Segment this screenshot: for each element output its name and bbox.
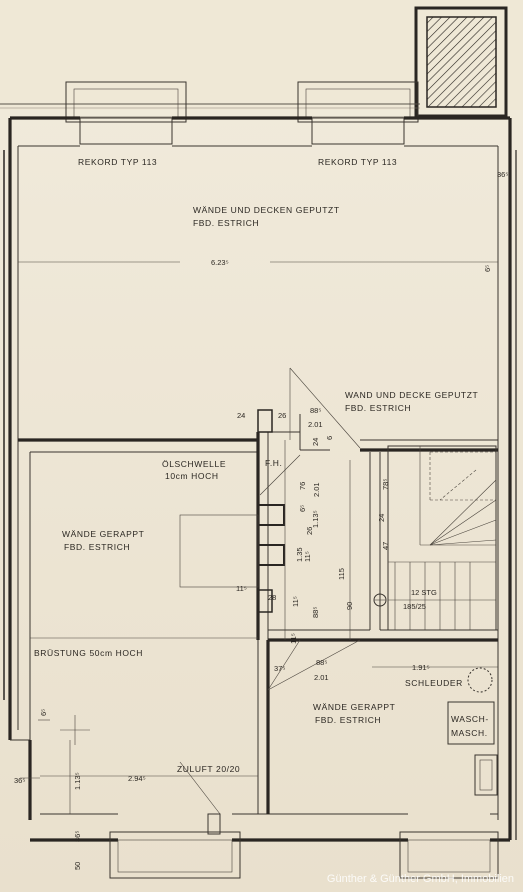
dim-201-b: 2.01 — [314, 673, 329, 682]
dim-365-left: 36⁵ — [14, 776, 25, 785]
sink-box — [474, 754, 498, 796]
label-oelschwelle-2: 10cm HOCH — [165, 471, 219, 481]
dim-26: 26 — [278, 411, 286, 420]
window-well-bottom-right — [399, 831, 499, 879]
dim-65-right: 6⁵ — [483, 265, 492, 272]
label-oelschwelle-1: ÖLSCHWELLE — [162, 459, 226, 469]
label-stairs-2: 185/25 — [403, 602, 426, 611]
zuluft-duct — [207, 813, 221, 835]
dim-6: 6 — [325, 436, 334, 440]
dim-375: 37⁵ — [274, 664, 285, 673]
dim-28: 28 — [268, 593, 276, 602]
watermark: Günther & Günther GmbH, Immobilien — [327, 873, 514, 885]
dim-201-a: 2.01 — [308, 420, 323, 429]
dim-201-v: 2.01 — [312, 482, 321, 497]
label-wasch-1: WASCH- — [451, 714, 489, 724]
dimension-lines — [18, 261, 498, 814]
label-stairs-1: 12 STG — [411, 588, 437, 597]
dim-115-v: 11⁵ — [303, 551, 312, 562]
label-lower-right-1: WÄNDE GERAPPT — [313, 702, 395, 712]
dim-365-bottom: 36⁵ — [73, 831, 82, 842]
dim-24-b: 24 — [311, 438, 320, 446]
label-wasch-2: MASCH. — [451, 728, 488, 738]
staircase — [373, 445, 497, 631]
label-stair-area-1: WAND UND DECKE GEPUTZT — [345, 390, 478, 400]
dim-785: 78⁵ — [381, 479, 390, 490]
chimney — [414, 6, 508, 118]
dim-623: 6.23⁵ — [211, 258, 229, 267]
dim-885-b: 88⁵ — [311, 607, 320, 618]
label-brustung: BRÜSTUNG 50cm HOCH — [34, 648, 143, 658]
label-upper-room-2: FBD. ESTRICH — [193, 218, 259, 228]
label-left-room-1: WÄNDE GERAPPT — [62, 529, 144, 539]
dim-1915: 1.91⁵ — [412, 663, 430, 672]
label-fh: F.H. — [265, 458, 283, 468]
window-well-bottom-left — [109, 831, 241, 879]
dim-26-v: 26 — [305, 527, 314, 535]
label-rekord-left: REKORD TYP 113 — [78, 157, 157, 167]
dim-2945: 2.94⁵ — [128, 774, 146, 783]
dim-24-a: 24 — [237, 411, 245, 420]
dim-115-c: 11⁵ — [289, 633, 298, 644]
window-well-top-left — [65, 81, 187, 145]
label-zuluft: ZULUFT 20/20 — [177, 764, 240, 774]
dim-115-b: 11⁵ — [291, 596, 300, 607]
outer-walls — [3, 116, 517, 842]
dim-24-v: 24 — [377, 514, 386, 522]
waschmaschine-box — [447, 701, 495, 745]
dim-65-v: 6⁵ — [298, 505, 307, 512]
label-rekord-right: REKORD TYP 113 — [318, 157, 397, 167]
label-left-room-2: FBD. ESTRICH — [64, 542, 130, 552]
dim-47: 47 — [381, 542, 390, 550]
label-lower-right-2: FBD. ESTRICH — [315, 715, 381, 725]
dim-115-d: 115 — [337, 568, 346, 580]
dim-885-c: 88⁵ — [316, 658, 327, 667]
dim-50: 50 — [73, 862, 82, 870]
schleuder-circle — [467, 667, 493, 693]
dim-76: 76 — [298, 482, 307, 490]
dim-1135: 1.13⁵ — [311, 510, 320, 528]
dim-90: 90 — [345, 602, 354, 610]
oelschwelle-box — [179, 514, 259, 588]
window-well-top-right — [297, 81, 419, 145]
label-schleuder: SCHLEUDER — [405, 678, 463, 688]
dim-885-a: 88⁵ — [310, 406, 321, 415]
dim-135: 1.35 — [295, 547, 304, 562]
dim-115-a: 11⁵ — [236, 584, 247, 593]
dim-65-left: 6⁵ — [39, 709, 48, 716]
label-stair-area-2: FBD. ESTRICH — [345, 403, 411, 413]
dim-365-top: 36⁵ — [497, 170, 508, 179]
dim-1135-b: 1.13⁵ — [73, 772, 82, 790]
label-upper-room-1: WÄNDE UND DECKEN GEPUTZT — [193, 205, 340, 215]
construction-lines — [179, 367, 361, 815]
